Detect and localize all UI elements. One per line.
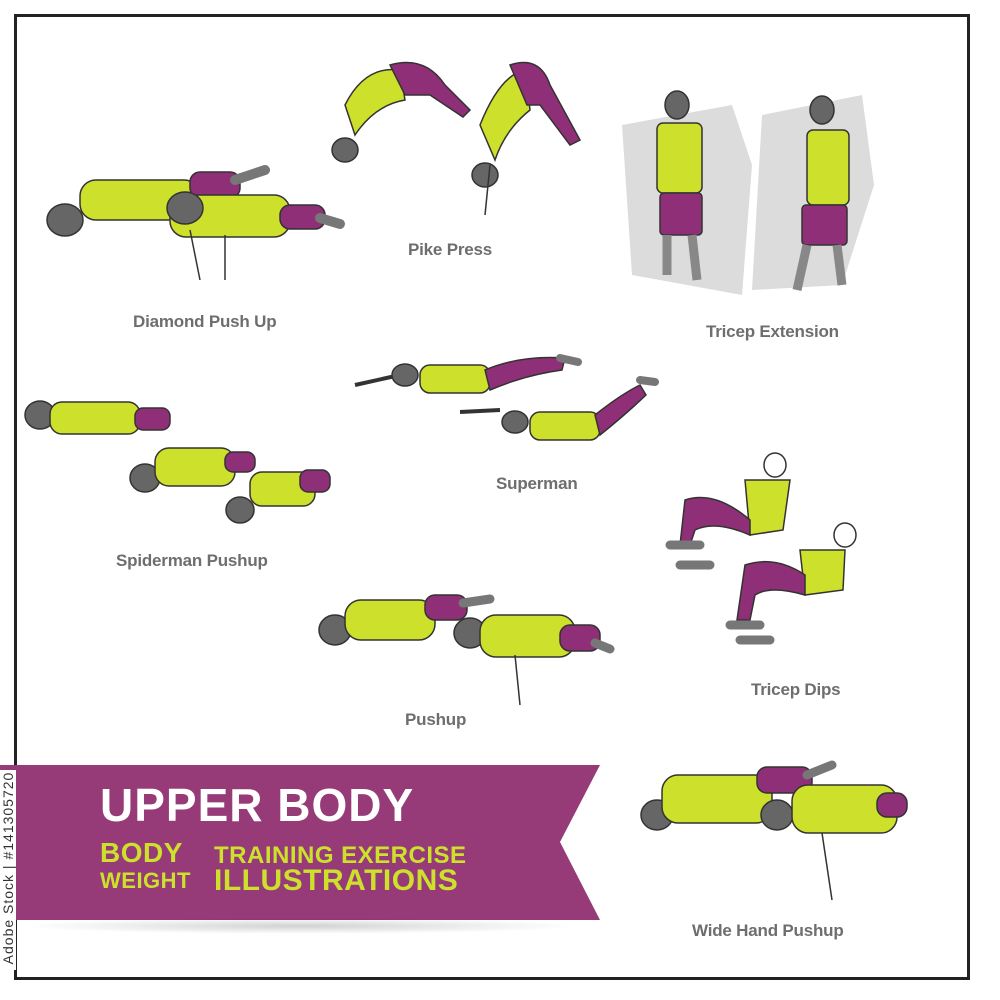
spiderman-pushup-figure (24, 400, 331, 524)
label-diamond-push-up: Diamond Push Up (133, 312, 277, 331)
banner-shadow (20, 918, 580, 934)
banner-sub-body: BODY (100, 837, 183, 868)
label-superman: Superman (496, 474, 578, 493)
label-wide-hand-pushup: Wide Hand Pushup (692, 921, 844, 940)
pushup-figure (318, 594, 615, 706)
superman-figure (354, 354, 659, 441)
label-pike-press: Pike Press (408, 240, 493, 259)
tricep-dips-figure (665, 452, 857, 645)
banner-sub-training: TRAINING EXERCISE (214, 842, 467, 869)
label-tricep-dips: Tricep Dips (751, 680, 841, 699)
banner-sub-illustrations: ILLUSTRATIONS (214, 864, 459, 897)
label-spiderman-pushup: Spiderman Pushup (116, 551, 268, 570)
pike-press-figure (331, 61, 582, 216)
tricep-extension-figure (622, 90, 874, 295)
wide-hand-pushup-figure (640, 760, 908, 901)
banner-sub-weight: WEIGHT (100, 868, 191, 893)
label-tricep-extension: Tricep Extension (706, 322, 839, 341)
label-pushup: Pushup (405, 710, 467, 729)
diamond-push-up-figure (46, 165, 345, 281)
banner-title: UPPER BODY (100, 779, 415, 831)
stock-id-text: Adobe Stock | #141305720 (0, 771, 16, 965)
stock-id-strip: Adobe Stock | #141305720 (0, 770, 16, 970)
title-banner (0, 765, 600, 920)
